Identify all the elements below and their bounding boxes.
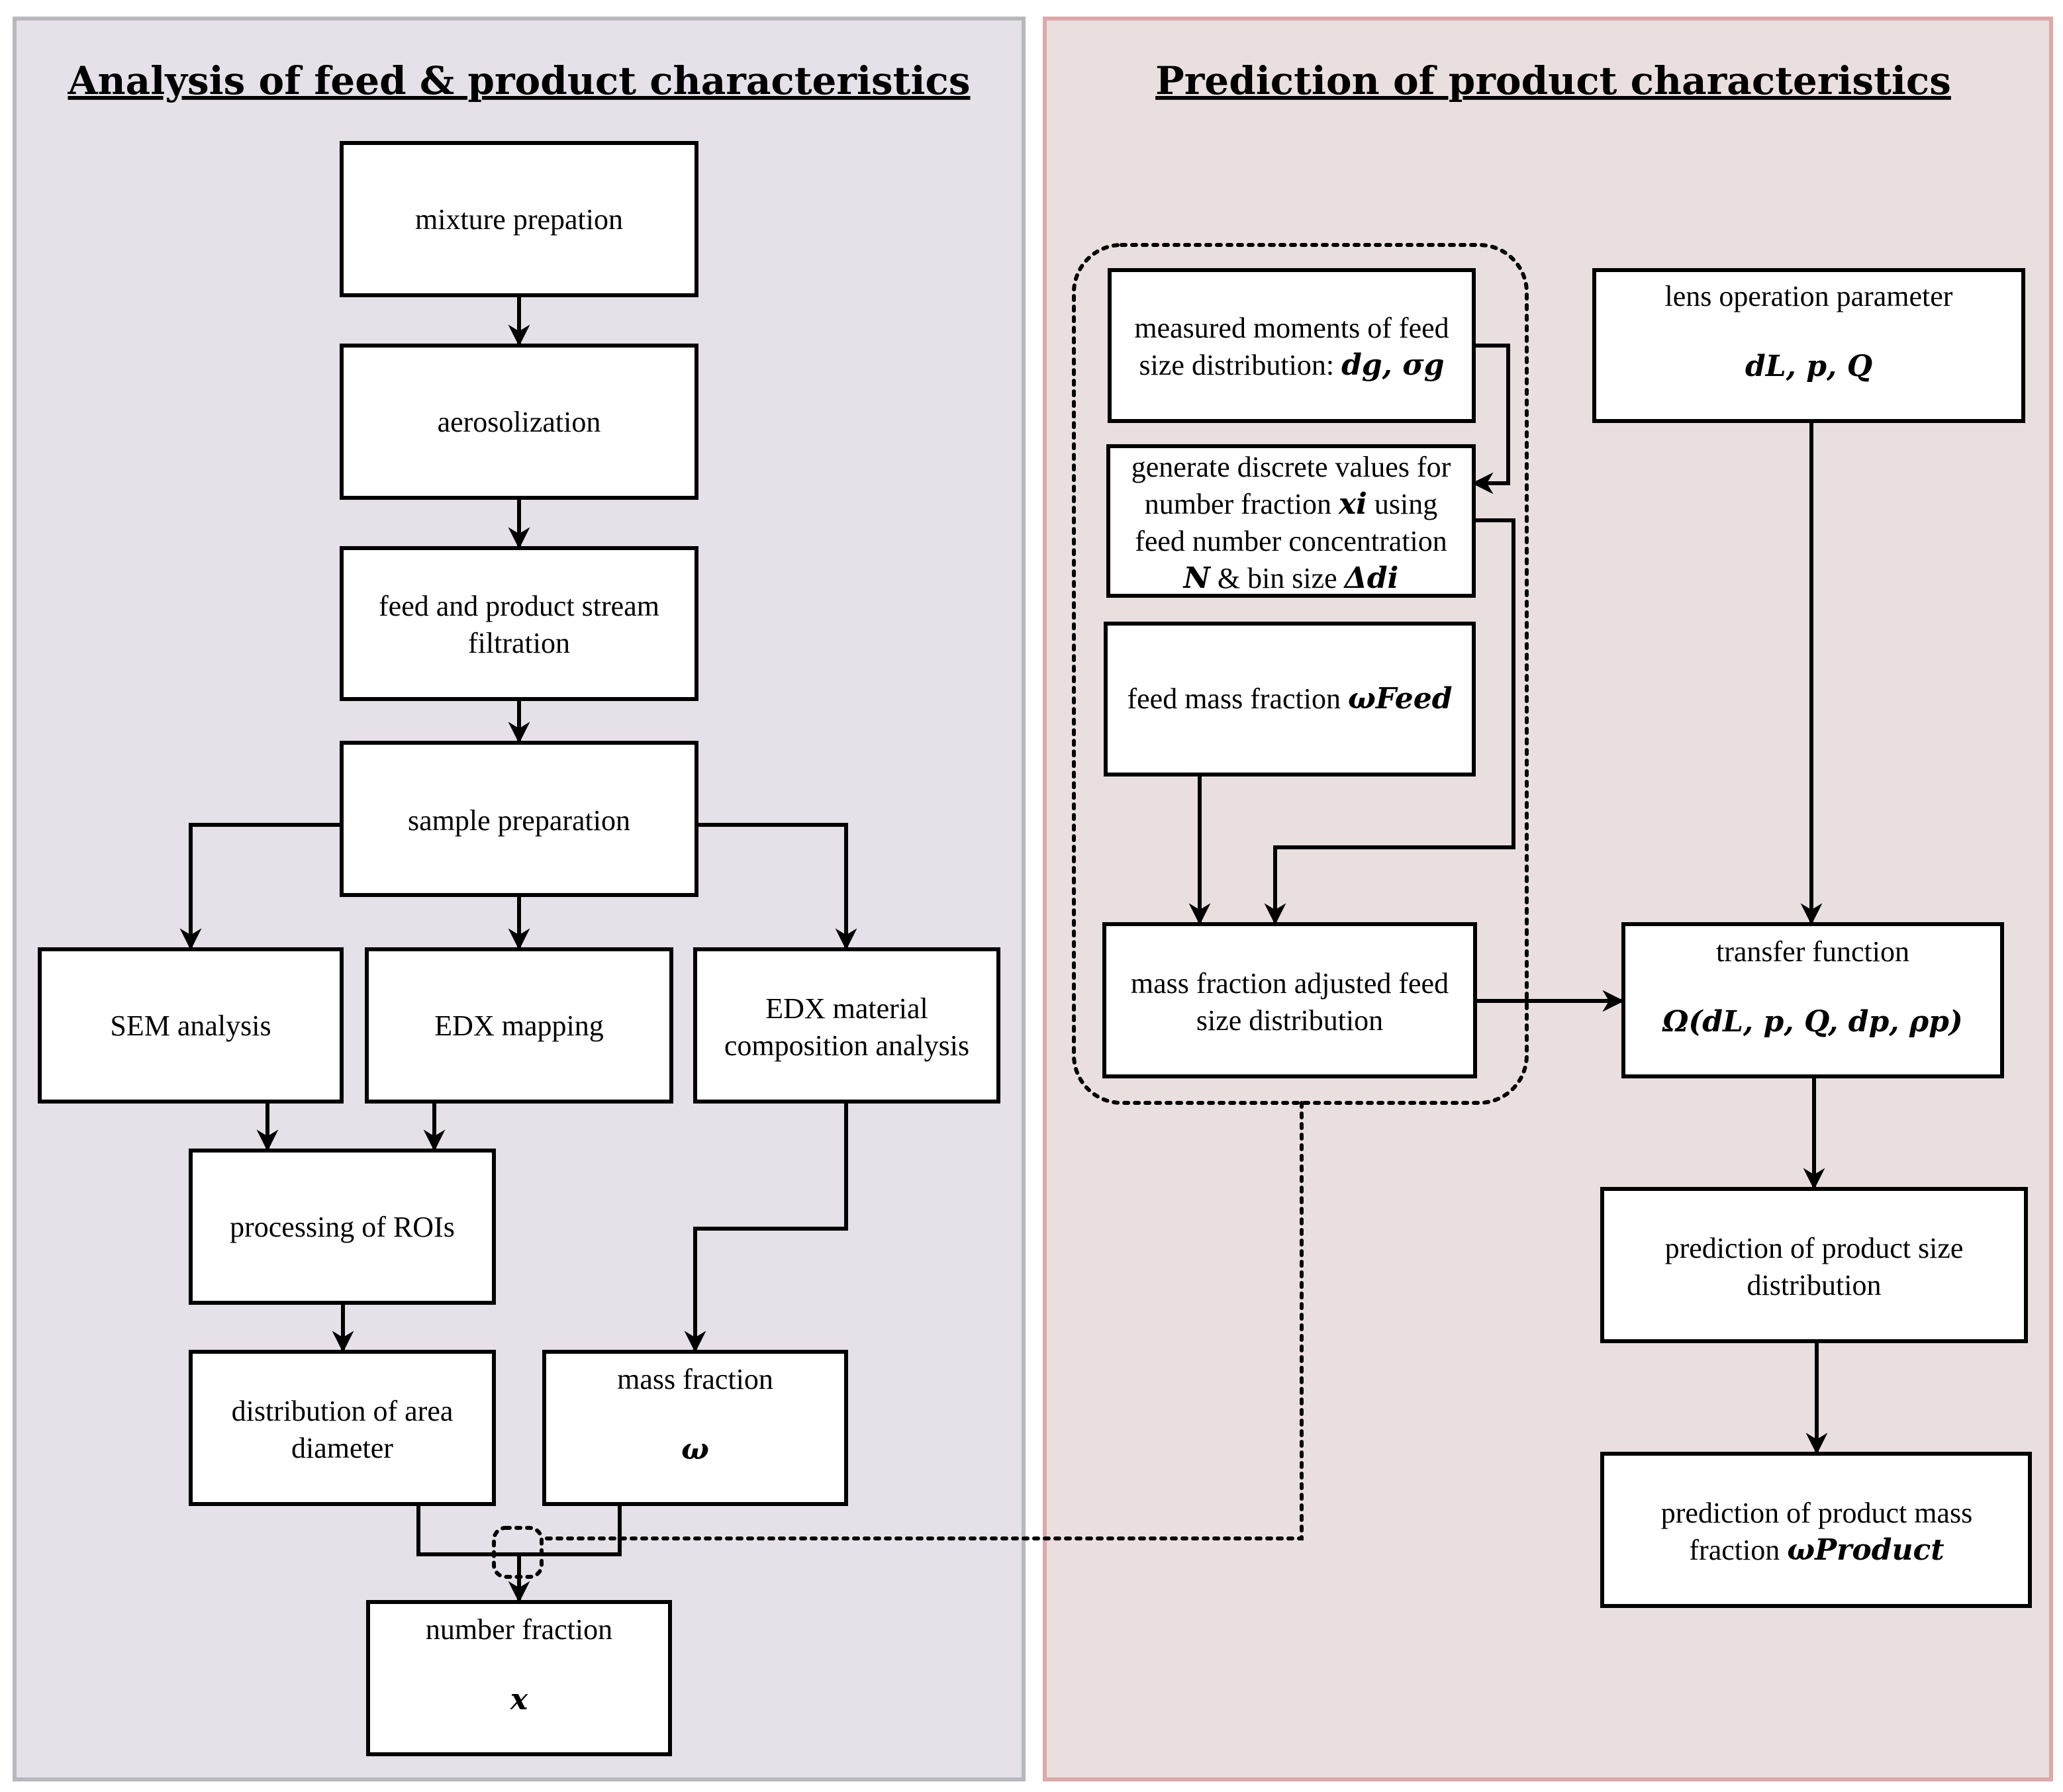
discrete-line2-text: number fraction xyxy=(1145,488,1339,520)
box-adjusted-feed-distribution: mass fraction adjusted feed size distrib… xyxy=(1102,922,1477,1078)
discrete-label-line2: number fraction xi using xyxy=(1145,487,1438,521)
box-mixture-preparation: mixture prepation xyxy=(340,141,698,297)
mass-fraction-label: mass fraction xyxy=(617,1363,773,1395)
sem-analysis-label: SEM analysis xyxy=(110,1010,271,1042)
box-stream-filtration: feed and product stream filtration xyxy=(340,546,698,701)
discrete-line2-text-b: using xyxy=(1367,488,1437,520)
aerosolization-label: aerosolization xyxy=(438,406,601,438)
pred-mass-text: fraction xyxy=(1689,1534,1787,1566)
moments-line2-text: size distribution: xyxy=(1139,349,1342,381)
product-mass-label-line2: fraction ωProduct xyxy=(1689,1533,1944,1567)
discrete-label-line3: feed number concentration xyxy=(1135,525,1447,557)
area-diameter-label-line1: distribution of area xyxy=(232,1395,454,1427)
right-connectors xyxy=(1188,344,1828,1455)
edx-material-label-line1: EDX material xyxy=(765,992,928,1025)
box-aerosolization: aerosolization xyxy=(340,344,698,500)
filtration-label-line1: feed and product stream xyxy=(379,590,659,622)
discrete-line4-text: & bin size xyxy=(1210,562,1345,594)
feed-mass-math: ωFeed xyxy=(1348,682,1452,716)
feed-mass-text: feed mass fraction xyxy=(1127,683,1348,715)
number-fraction-symbol: x xyxy=(510,1683,528,1717)
edx-mapping-label: EDX mapping xyxy=(434,1010,603,1042)
discrete-line4-math-a: N xyxy=(1182,561,1212,595)
measured-moments-label-line2: size distribution: dg, σg xyxy=(1139,348,1445,382)
area-diameter-label-line2: diameter xyxy=(291,1432,393,1464)
measured-moments-label-line1: measured moments of feed xyxy=(1134,312,1449,344)
processing-rois-label: processing of ROIs xyxy=(230,1211,455,1243)
lens-parameter-math: dL, p, Q xyxy=(1745,350,1872,383)
lens-parameter-label: lens operation parameter xyxy=(1665,280,1953,312)
adjusted-feed-label-line1: mass fraction adjusted feed xyxy=(1131,967,1449,1000)
discrete-label-line4: N & bin size Δdi xyxy=(1182,561,1399,595)
box-mass-fraction: mass fraction ω xyxy=(542,1350,848,1506)
right-panel-title: Prediction of product characteristics xyxy=(1155,58,1951,103)
transfer-function-math: Ω(dL, p, Q, dp, ρp) xyxy=(1662,1005,1963,1039)
box-processing-rois: processing of ROIs xyxy=(189,1149,496,1305)
box-sem-analysis: SEM analysis xyxy=(38,947,344,1104)
box-measured-moments: measured moments of feed size distributi… xyxy=(1108,268,1476,423)
pred-mass-math: ωProduct xyxy=(1787,1533,1944,1567)
sample-preparation-label: sample preparation xyxy=(408,804,630,837)
product-mass-label-line1: prediction of product mass xyxy=(1661,1497,1972,1529)
box-product-size-prediction: prediction of product size distribution xyxy=(1600,1187,2028,1343)
product-size-label-line1: prediction of product size xyxy=(1665,1232,1964,1264)
box-transfer-function: transfer function Ω(dL, p, Q, dp, ρp) xyxy=(1621,922,2004,1078)
dotted-link-to-number-fraction xyxy=(540,1101,1304,1540)
feed-model-group-outline xyxy=(1072,243,1529,1105)
box-number-fraction: number fraction x xyxy=(366,1600,672,1756)
box-lens-operation-parameter: lens operation parameter dL, p, Q xyxy=(1592,268,2025,423)
box-generate-discrete-values: generate discrete values for number frac… xyxy=(1106,444,1476,598)
filtration-label-line2: filtration xyxy=(468,627,570,659)
feed-mass-fraction-label: feed mass fraction ωFeed xyxy=(1127,682,1452,716)
product-size-label-line2: distribution xyxy=(1747,1269,1882,1301)
box-product-mass-prediction: prediction of product mass fraction ωPro… xyxy=(1600,1452,2032,1608)
box-feed-mass-fraction: feed mass fraction ωFeed xyxy=(1104,622,1476,777)
mass-fraction-symbol: ω xyxy=(681,1433,709,1466)
adjusted-feed-label-line2: size distribution xyxy=(1196,1004,1383,1037)
left-panel-title: Analysis of feed & product characteristi… xyxy=(68,58,971,103)
mixture-preparation-label: mixture prepation xyxy=(415,203,623,236)
box-edx-mapping: EDX mapping xyxy=(365,947,673,1104)
number-fraction-label: number fraction xyxy=(426,1613,612,1646)
discrete-line4-math-b: Δdi xyxy=(1343,561,1399,595)
box-edx-material-analysis: EDX material composition analysis xyxy=(693,947,1000,1104)
discrete-label-line1: generate discrete values for xyxy=(1131,451,1451,483)
dotted-junction-marker xyxy=(492,1526,544,1579)
box-area-diameter-distribution: distribution of area diameter xyxy=(189,1350,496,1506)
transfer-function-label: transfer function xyxy=(1716,935,1909,968)
discrete-line2-math: xi xyxy=(1338,487,1367,521)
box-sample-preparation: sample preparation xyxy=(340,741,698,897)
moments-line2-math: dg, σg xyxy=(1341,348,1444,382)
edx-material-label-line2: composition analysis xyxy=(724,1029,969,1062)
left-connectors xyxy=(179,295,857,1603)
